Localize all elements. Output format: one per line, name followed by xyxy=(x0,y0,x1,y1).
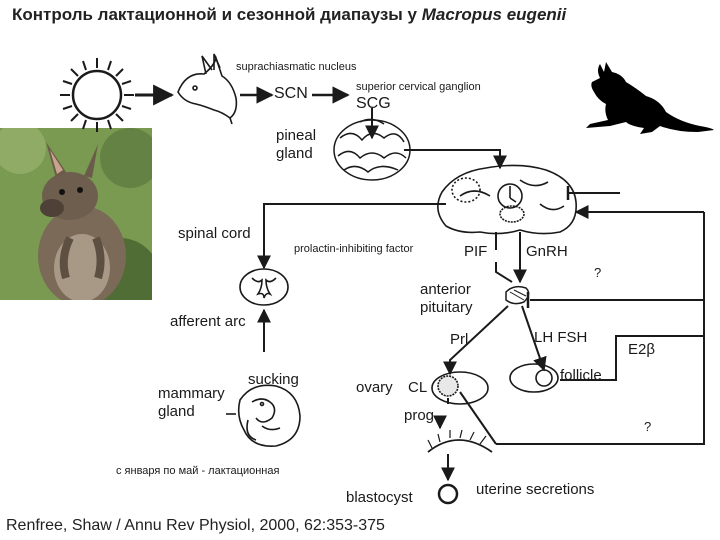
arrow-lhfsh-to-follicle xyxy=(521,305,547,372)
label-blastocyst: blastocyst xyxy=(346,489,413,506)
label-superior-cervical: superior cervical ganglion xyxy=(356,81,481,93)
label-gnrh-rh: RH xyxy=(546,243,568,260)
label-mammary-1: mammary xyxy=(158,385,225,402)
uterus-icon xyxy=(427,429,493,453)
label-afferent: afferent arc xyxy=(170,313,246,330)
wallaby-photo xyxy=(0,128,152,300)
label-question-1: ? xyxy=(594,265,602,280)
label-gnrh-gn: Gn xyxy=(526,243,547,260)
label-lh-fsh: LH FSH xyxy=(534,329,588,346)
label-e2: E2β xyxy=(628,341,655,358)
label-prl: Prl xyxy=(450,331,469,348)
line-pif-to-pituitary xyxy=(495,262,513,283)
brain-icon xyxy=(437,164,577,235)
label-anterior-2: pituitary xyxy=(420,299,473,316)
blastocyst-icon xyxy=(437,483,459,505)
wallaby-head-icon xyxy=(177,53,238,125)
line-follicle-to-e2 xyxy=(560,335,704,381)
label-pif-full: prolactin-inhibiting factor xyxy=(294,243,414,255)
label-cl: CL xyxy=(408,379,428,396)
label-anterior-1: anterior xyxy=(420,281,471,298)
label-pineal-1: pineal xyxy=(276,127,317,144)
spinal-cord-section-icon xyxy=(239,268,289,306)
label-suckling: sucking xyxy=(248,371,299,388)
title-species: Macropus eugenii xyxy=(421,5,567,24)
kangaroo-silhouette xyxy=(586,62,714,134)
title-text: Контроль лактационной и сезонной диапауз… xyxy=(12,5,422,24)
label-season-note: с января по май - лактационная xyxy=(116,465,280,477)
anterior-pituitary-icon xyxy=(505,285,530,305)
label-spinal-cord: spinal cord xyxy=(178,225,251,242)
wallaby-photo-drawing xyxy=(0,128,152,300)
label-scg: SCG xyxy=(356,95,391,112)
label-uterine: uterine secretions xyxy=(476,481,595,498)
label-pineal-2: gland xyxy=(276,145,313,162)
citation: Renfree, Shaw / Annu Rev Physiol, 2000, … xyxy=(6,517,385,534)
line-right-bottom xyxy=(496,336,705,445)
label-ovary: ovary xyxy=(356,379,393,396)
arrow-prl-to-cl xyxy=(443,305,509,376)
follicle-icon xyxy=(509,363,559,393)
label-pif: PIF xyxy=(464,243,488,260)
label-follicle: follicle xyxy=(560,367,602,384)
label-prog: prog xyxy=(404,407,435,424)
ovary-icon xyxy=(431,371,489,405)
sun-icon xyxy=(60,58,134,132)
arrow-pineal-to-brain xyxy=(404,149,507,170)
label-scn: SCN xyxy=(274,85,308,102)
slide-title: Контроль лактационной и сезонной диапауз… xyxy=(12,6,566,23)
joey-in-pouch-icon xyxy=(237,384,301,447)
label-gnrh: GnRH xyxy=(526,244,568,259)
line-cl-diagonal xyxy=(459,391,497,445)
label-question-2: ? xyxy=(644,419,652,434)
line-brain-to-spinal xyxy=(263,203,446,262)
label-mammary-2: gland xyxy=(158,403,195,420)
label-suprachiasmatic: suprachiasmatic nucleus xyxy=(236,61,357,73)
